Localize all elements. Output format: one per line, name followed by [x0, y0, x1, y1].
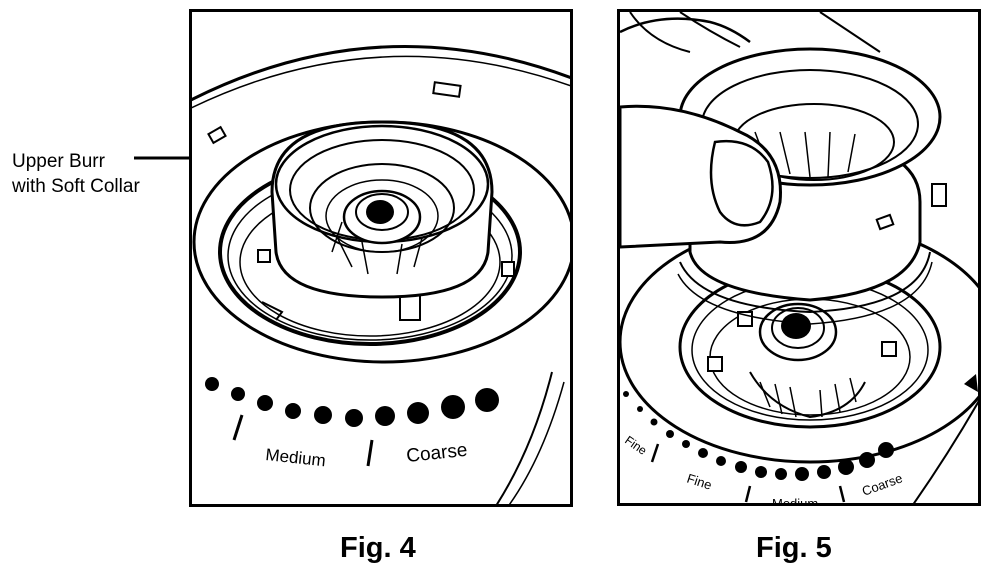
fig4-coarse-label: Coarse	[405, 440, 468, 467]
fig5-medium-label: Medium	[772, 496, 818, 506]
figure-5-panel: Fine Fine Medium Coarse	[617, 9, 981, 506]
figure-4-illustration: Medium Coarse	[192, 44, 570, 504]
figure-4-panel: Medium Coarse	[189, 9, 573, 507]
fig5-fine-upper-label: Fine	[622, 433, 649, 458]
fig5-fine-label: Fine	[685, 471, 714, 493]
figure-4-caption: Fig. 4	[340, 532, 416, 564]
callout-line-1: Upper Burr	[12, 151, 105, 172]
fig5-coarse-label: Coarse	[860, 470, 905, 498]
figure-5-illustration: Fine Fine Medium Coarse	[620, 12, 978, 506]
figure-5-caption: Fig. 5	[756, 532, 832, 564]
fig4-medium-label: Medium	[265, 445, 327, 470]
upper-burr-callout: Upper Burr with Soft Collar	[12, 149, 140, 199]
callout-line-2: with Soft Collar	[12, 176, 140, 197]
